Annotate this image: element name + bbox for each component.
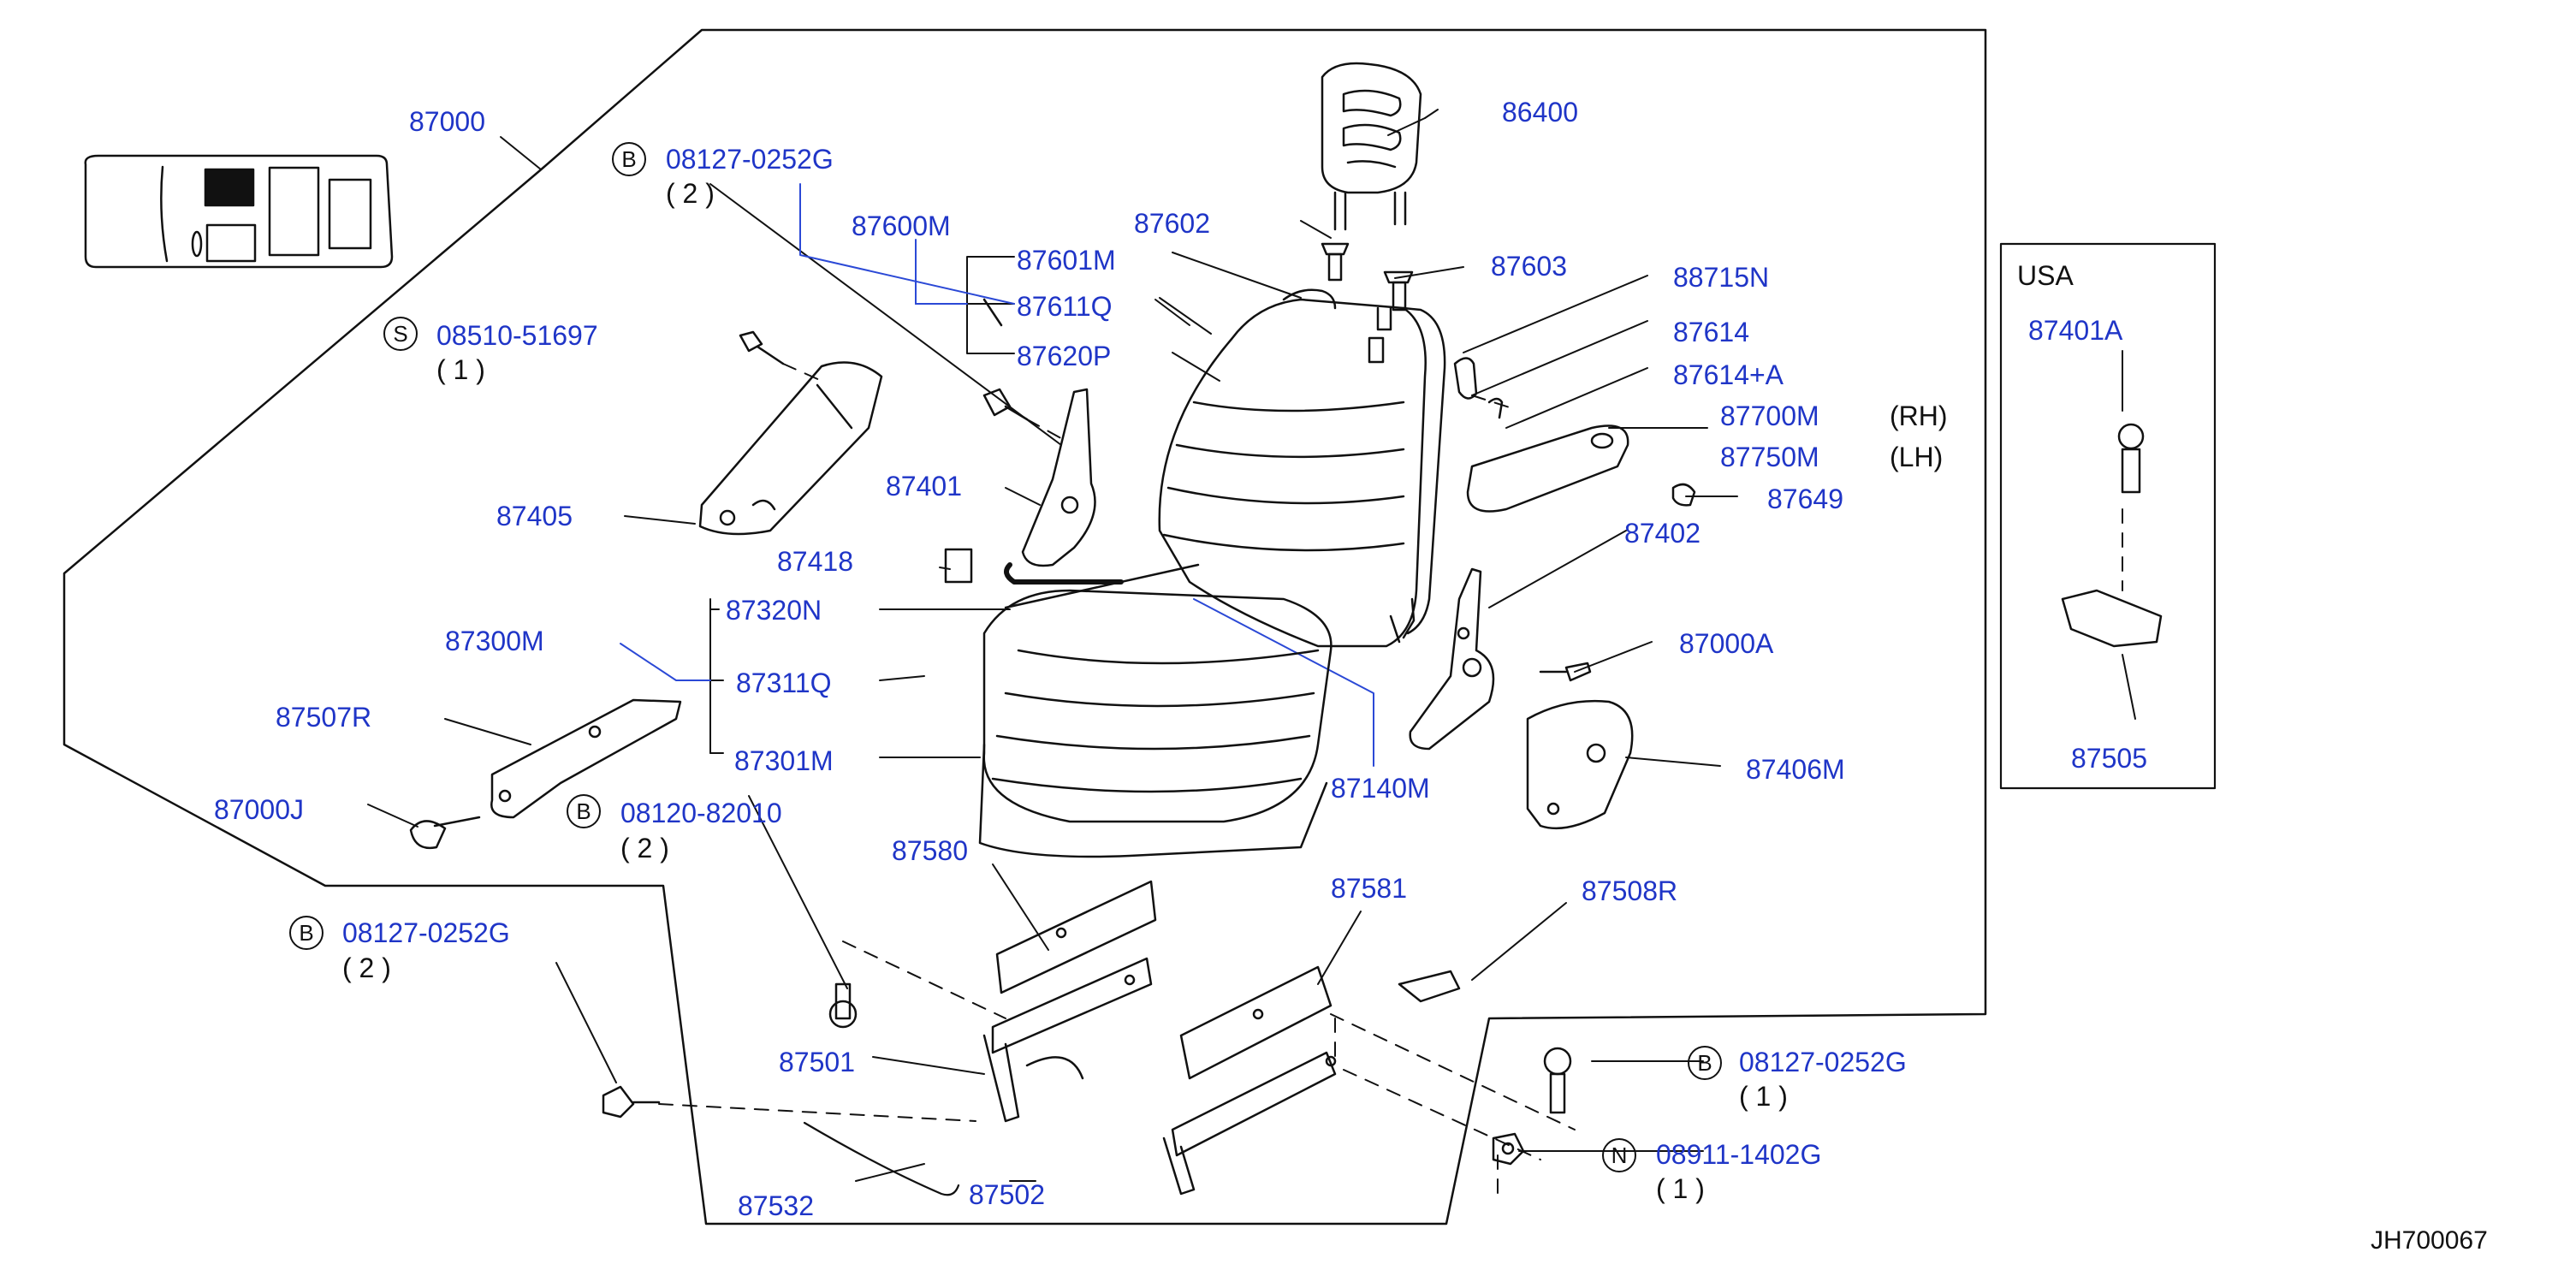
- fastener-symbol: B: [567, 794, 601, 828]
- part-label: 87402: [1624, 518, 1701, 549]
- assembly-boundary: [62, 28, 1987, 1225]
- part-label: 87505: [2071, 743, 2147, 774]
- part-label: 87000A: [1679, 628, 1774, 659]
- fastener-symbol: B: [612, 142, 646, 176]
- bracket-87507R: [490, 698, 682, 819]
- fastener-qty: ( 1 ): [1656, 1173, 1705, 1204]
- part-label: 87405: [496, 501, 573, 531]
- part-label: 87601M: [1017, 245, 1116, 276]
- fastener-symbol: B: [1688, 1046, 1722, 1080]
- part-label: 87508R: [1582, 875, 1678, 906]
- part-label: 87418: [777, 546, 853, 577]
- fastener-qty: ( 2 ): [666, 178, 715, 209]
- part-label: 87532: [738, 1190, 814, 1221]
- assembly-dashes: [658, 363, 2123, 1195]
- part-label: 87000: [409, 106, 485, 137]
- fastener-part: 08127-0252G: [666, 144, 834, 175]
- fastener-symbol: N: [1602, 1138, 1636, 1172]
- clip-87418: [944, 548, 973, 584]
- headrest-guides: [1321, 242, 1414, 312]
- part-label: 87502: [969, 1179, 1045, 1210]
- part-label: 87300M: [445, 626, 544, 656]
- part-label: 87401A: [2028, 315, 2123, 346]
- fastener-part: 08120-82010: [620, 798, 782, 828]
- part-label: 87301M: [734, 745, 834, 776]
- fastener-qty: ( 1 ): [1739, 1081, 1788, 1112]
- seatback-drawing: [1158, 288, 1446, 648]
- part-label: 87700M: [1720, 401, 1819, 431]
- knob-drawing: [1671, 483, 1696, 507]
- armrest-drawing: [1453, 357, 1629, 513]
- part-label: 87614: [1673, 317, 1749, 347]
- console-icon: [84, 154, 394, 269]
- fastener-part: 08127-0252G: [1739, 1047, 1907, 1077]
- part-label: 87501: [779, 1047, 855, 1077]
- part-label: 87602: [1134, 208, 1210, 239]
- part-label: 87603: [1491, 251, 1567, 282]
- fastener-part: 08911-1402G: [1656, 1139, 1822, 1170]
- part-label: 87401: [886, 471, 962, 501]
- seat-cushion-drawing: [978, 563, 1333, 858]
- part-label: 88715N: [1673, 262, 1770, 293]
- recliner-bracket-left: [982, 298, 1096, 567]
- fastener-qty: ( 2 ): [342, 952, 391, 983]
- part-label: 87140M: [1331, 773, 1430, 804]
- group-brackets: [709, 256, 1015, 754]
- part-label: 87507R: [276, 702, 372, 733]
- usa-box: [1999, 242, 2217, 790]
- bracket-87508R: [1398, 970, 1461, 1003]
- fastener-symbol: S: [383, 317, 418, 351]
- slide-rail-right: [1162, 965, 1337, 1196]
- cable-87532: [803, 1121, 960, 1196]
- fastener-qty: ( 1 ): [436, 354, 485, 385]
- fastener-part: 08510-51697: [436, 320, 598, 351]
- fastener-symbol: B: [289, 916, 323, 950]
- fastener-part: 08127-0252G: [342, 917, 510, 948]
- blue-leaders: [620, 183, 1374, 767]
- region-title: USA: [2017, 260, 2074, 291]
- side-rh: (RH): [1890, 401, 1948, 431]
- side-lh: (LH): [1890, 442, 1944, 472]
- slide-rail-left: [982, 880, 1157, 1123]
- part-label: 87581: [1331, 873, 1407, 904]
- diagram-code: JH700067: [2371, 1226, 2488, 1255]
- side-panel-left: [698, 361, 883, 536]
- part-label: 87580: [892, 835, 968, 866]
- part-label: 87000J: [214, 794, 304, 825]
- part-label: 87311Q: [736, 668, 832, 698]
- headrest-drawing: [1321, 62, 1422, 231]
- part-label: 87614+A: [1673, 359, 1784, 390]
- fastener-qty: ( 2 ): [620, 833, 669, 863]
- part-label: 87750M: [1720, 442, 1819, 472]
- part-label: 87620P: [1017, 341, 1112, 371]
- part-label: 87600M: [852, 211, 951, 241]
- recliner-bracket-right: [1409, 567, 1634, 830]
- part-label: 87611Q: [1017, 291, 1113, 322]
- part-label: 86400: [1502, 97, 1578, 128]
- wire-87140M: [1004, 562, 1124, 585]
- screws: [409, 330, 2145, 1166]
- leader-lines: [367, 109, 2136, 1182]
- part-label: 87406M: [1746, 754, 1845, 785]
- part-label: 87320N: [726, 595, 822, 626]
- bracket-87505: [2061, 589, 2163, 648]
- part-label: 87649: [1767, 484, 1843, 514]
